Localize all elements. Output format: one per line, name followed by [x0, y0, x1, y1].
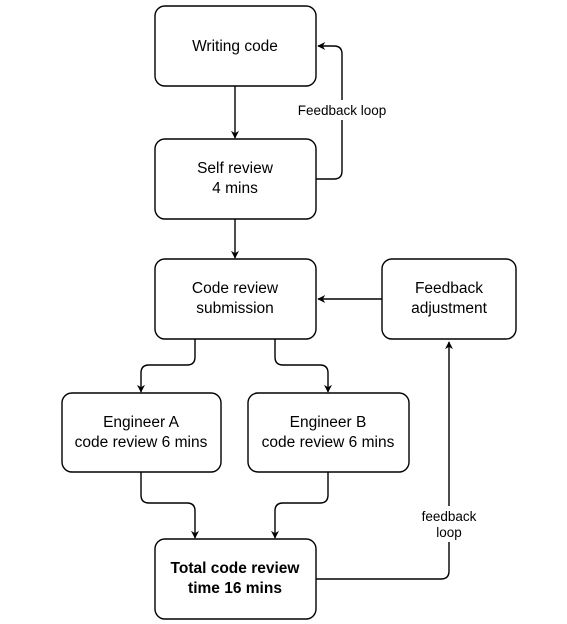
node-code-review-submission: Code review submission: [154, 258, 317, 340]
edge-label-text-line-1: feedback: [422, 509, 477, 524]
edge-engineer-b-to-total: [271, 472, 329, 539]
node-label-line-1: Feedback: [415, 280, 483, 297]
node-label-line-2: adjustment: [411, 300, 488, 317]
node-label-line-1: Engineer B: [290, 414, 367, 431]
node-label-line-2: code review 6 mins: [262, 434, 395, 451]
node-label-line-1: Total code review: [171, 560, 301, 577]
edge-label-text: Feedback loop: [298, 103, 387, 118]
edge-total-to-feedback-adjustment: [316, 341, 453, 580]
node-self-review: Self review 4 mins: [154, 138, 317, 220]
node-feedback-adjustment: Feedback adjustment: [381, 258, 517, 340]
node-writing-code: Writing code: [154, 5, 317, 87]
node-label-line-2: time 16 mins: [188, 580, 282, 597]
edge-engineer-a-to-total: [140, 472, 199, 539]
edge-submission-to-engineer-b: [274, 339, 332, 393]
node-label-line-1: Engineer A: [103, 414, 179, 431]
node-label-line-2: code review 6 mins: [75, 434, 208, 451]
node-label-line-1: Self review: [197, 160, 274, 177]
edge-label-feedback-loop-bottom: feedback loop: [415, 506, 483, 542]
node-label: Writing code: [192, 38, 278, 55]
edge-submission-to-engineer-a: [137, 339, 196, 393]
node-engineer-b: Engineer B code review 6 mins: [247, 392, 410, 473]
node-label-line-2: submission: [196, 300, 274, 317]
node-label-line-1: Code review: [192, 280, 279, 297]
node-total-code-review: Total code review time 16 mins: [154, 538, 317, 620]
node-label-line-2: 4 mins: [212, 180, 258, 197]
edge-label-feedback-loop-top: Feedback loop: [290, 100, 394, 120]
edge-label-text-line-2: loop: [436, 525, 462, 540]
node-engineer-a: Engineer A code review 6 mins: [61, 392, 222, 473]
